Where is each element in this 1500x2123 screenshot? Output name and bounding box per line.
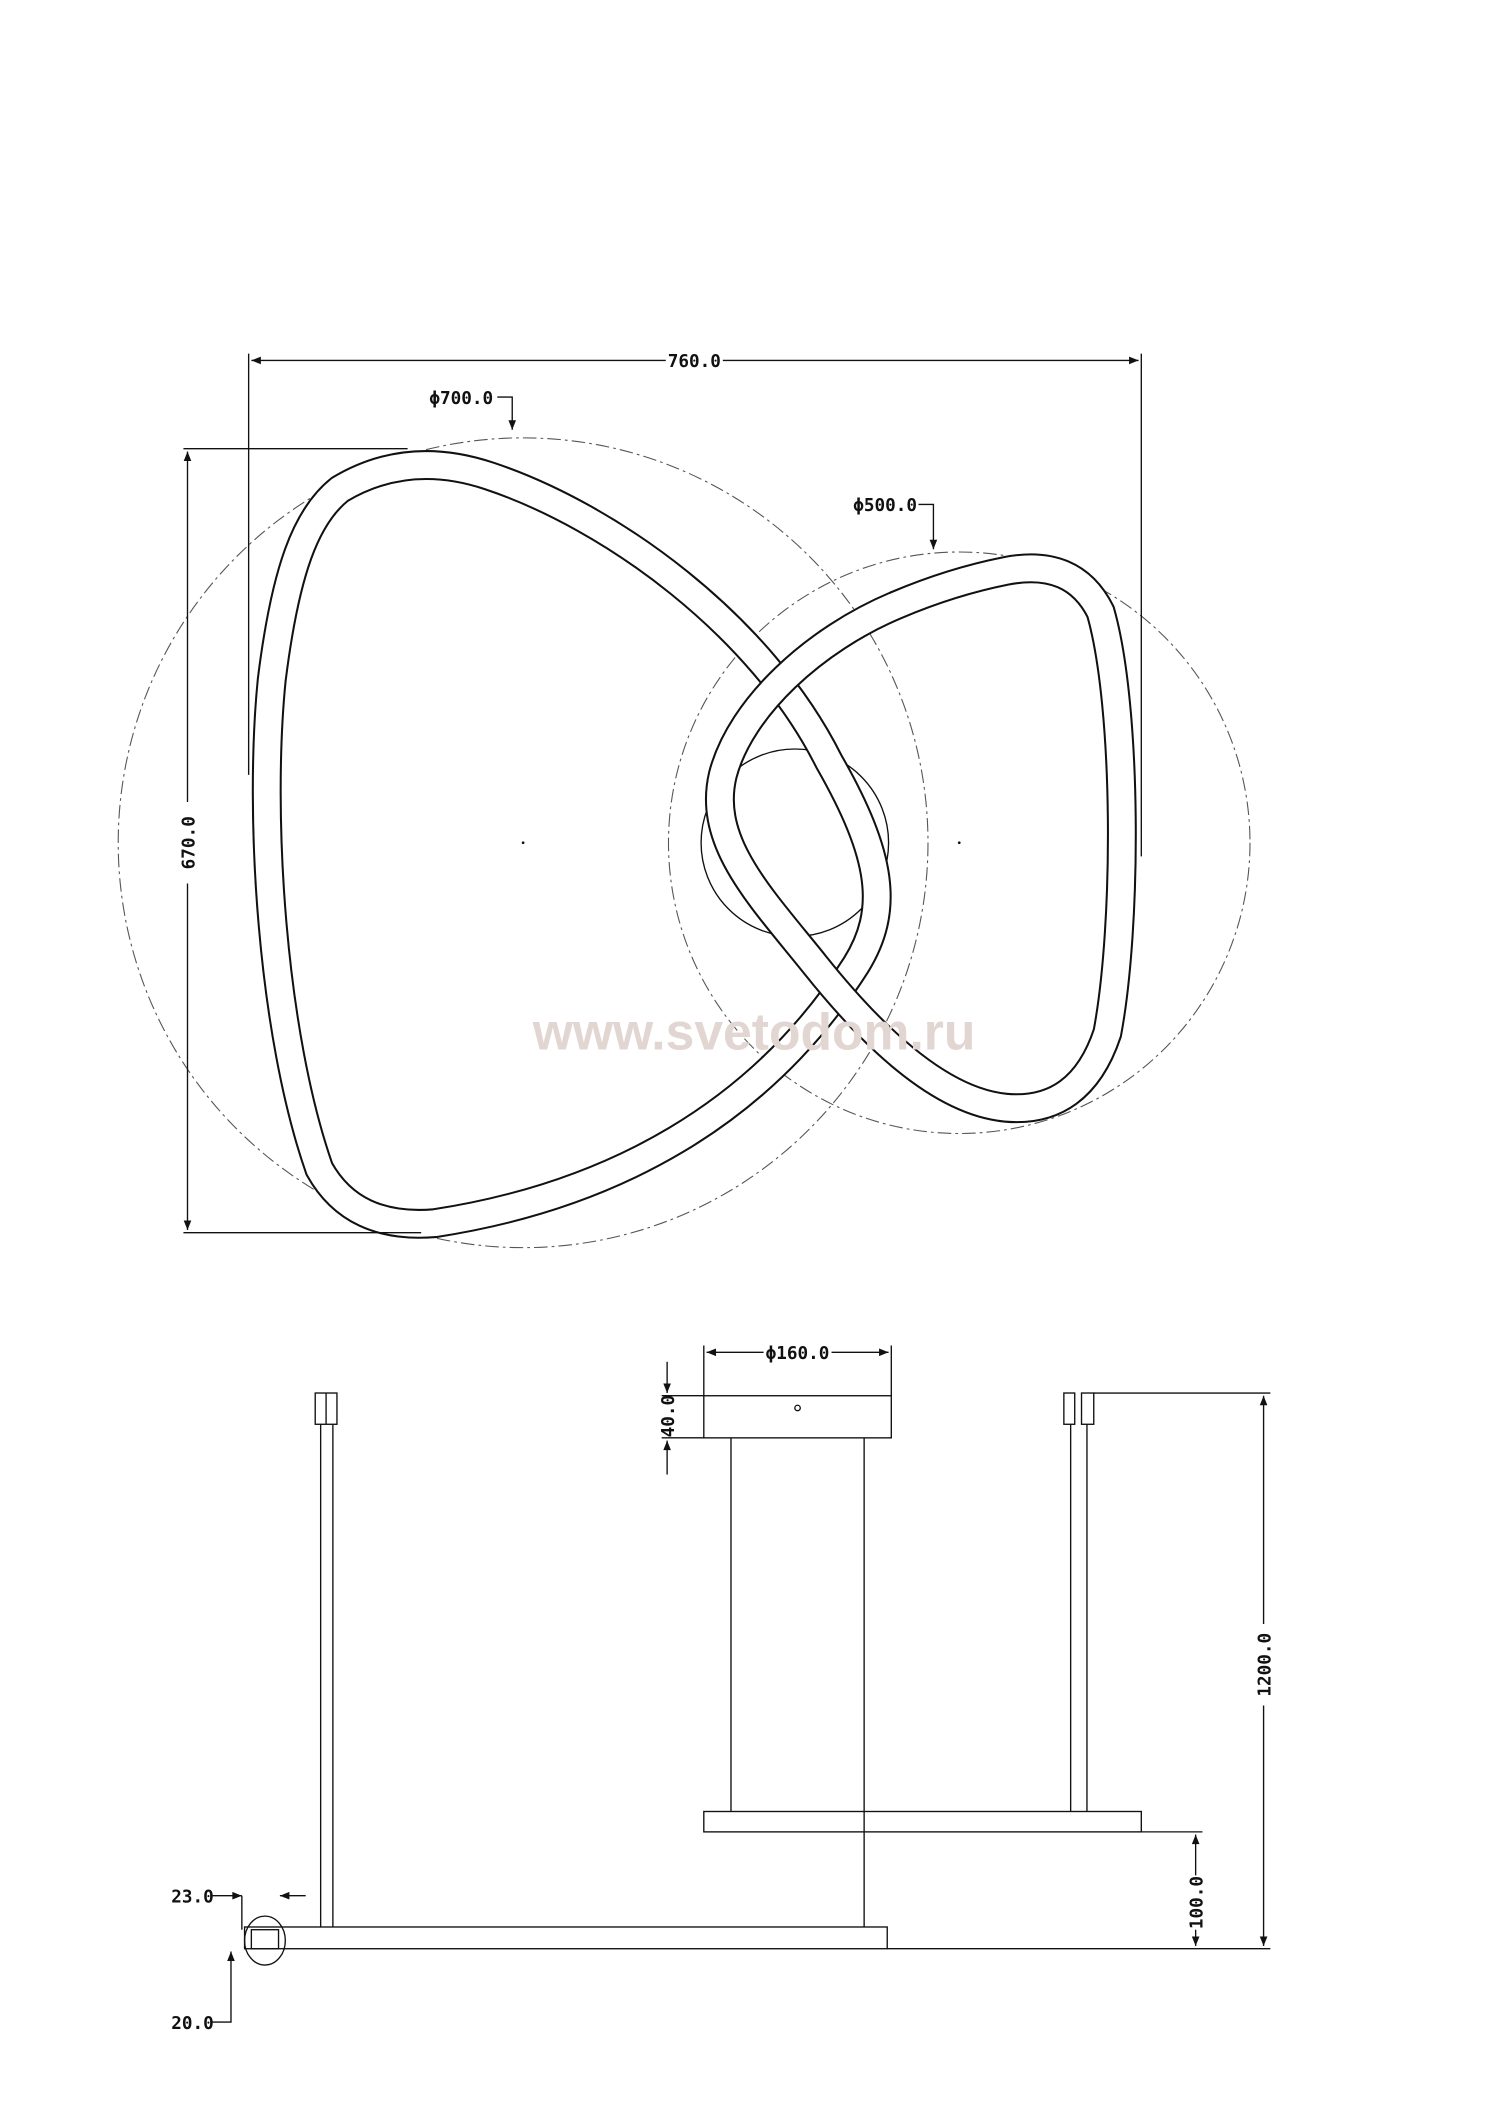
profile-height-label: 20.0 — [171, 2014, 214, 2034]
top-view: 760.0 670.0 ϕ700.0 ϕ500.0 www.svetodom.r… — [117, 352, 1251, 1249]
height-label: 670.0 — [179, 816, 199, 869]
large-ring-diameter-circle — [117, 437, 929, 1249]
canopy — [703, 1395, 892, 1439]
small-center-mark — [957, 841, 961, 845]
right-cable-holder-2 — [1080, 1392, 1095, 1425]
small-ring-leader — [918, 503, 938, 550]
upper-ring-profile — [703, 1810, 1142, 1833]
ring-spacing-label: 100.0 — [1187, 1876, 1207, 1929]
canopy-diameter-label: ϕ160.0 — [766, 1344, 830, 1364]
profile-section — [250, 1929, 280, 1950]
canopy-height-label: 40.0 — [659, 1395, 679, 1438]
total-height-label: 1200.0 — [1255, 1633, 1275, 1697]
large-ring-leader — [497, 396, 517, 430]
side-view: ϕ160.0 40.0 1200.0 100.0 23.0 20.0 — [171, 1344, 1275, 2034]
lower-ring-profile — [243, 1926, 888, 1950]
profile-detail-circle — [243, 1915, 287, 1966]
right-cable-holder-1 — [1063, 1392, 1076, 1425]
small-ring-diameter-label: ϕ500.0 — [853, 496, 917, 516]
watermark: www.svetodom.ru — [532, 1002, 976, 1060]
large-ring — [251, 450, 892, 1239]
small-ring-diameter-circle — [667, 551, 1251, 1135]
profile-width-label: 23.0 — [171, 1888, 214, 1908]
width-label: 760.0 — [668, 352, 721, 372]
large-ring-diameter-label: ϕ700.0 — [429, 389, 493, 409]
small-ring — [704, 553, 1137, 1124]
large-center-mark — [521, 841, 525, 845]
canopy-screw — [794, 1404, 801, 1412]
profile-h-leader — [210, 1951, 235, 2023]
